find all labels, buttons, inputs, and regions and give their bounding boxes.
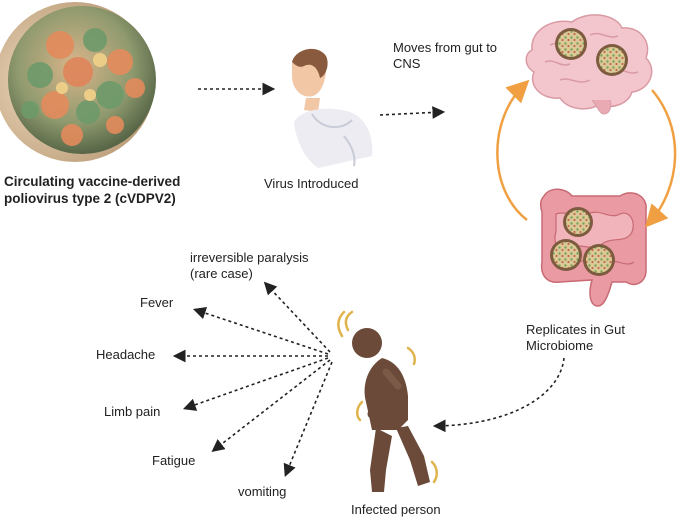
arrow-to-fever — [192, 306, 329, 355]
symptom-headache: Headache — [96, 347, 156, 362]
arrow-gut-to-infected — [432, 357, 565, 433]
step-cns-line2: CNS — [393, 56, 421, 71]
arrow-to-vomiting — [283, 361, 333, 477]
cycle-arrow-brain-to-gut — [645, 89, 677, 228]
step-gut-line1: Replicates in Gut — [526, 322, 625, 337]
arrow-to-limb-pain — [182, 357, 329, 411]
symptom-vomiting: vomiting — [238, 484, 287, 499]
arrow-to-paralysis — [263, 281, 331, 353]
cycle-arrow-gut-to-brain — [496, 79, 530, 221]
virus-name-line2: poliovirus type 2 (cVDPV2) — [4, 191, 176, 206]
step-virus-introduced: Virus Introduced — [264, 176, 359, 191]
symptom-fever: Fever — [140, 295, 174, 310]
symptom-paralysis-line2: (rare case) — [190, 266, 253, 281]
symptom-arrows — [172, 281, 333, 477]
step-gut-line2: Microbiome — [526, 338, 594, 353]
symptom-limb-pain: Limb pain — [104, 404, 161, 419]
symptom-fatigue: Fatigue — [152, 453, 196, 468]
step-cns-line1: Moves from gut to — [393, 40, 498, 55]
poliovirus-illustration — [0, 2, 156, 162]
arrow-person-to-brain — [379, 106, 446, 119]
gut-illustration — [539, 188, 647, 307]
brain-illustration — [525, 14, 653, 115]
virus-name-line1: Circulating vaccine-derived — [4, 174, 181, 189]
arrow-to-fatigue — [211, 359, 331, 452]
step-infected-person: Infected person — [351, 502, 441, 517]
infected-person-illustration — [337, 310, 438, 492]
symptom-paralysis-line1: irreversible paralysis — [190, 250, 309, 265]
person-profile-illustration — [292, 48, 373, 168]
